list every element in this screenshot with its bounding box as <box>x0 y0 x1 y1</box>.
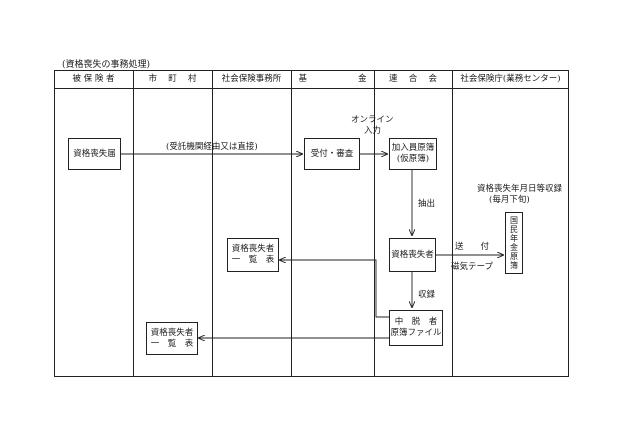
table-frame <box>54 70 569 377</box>
shuroku-label: 収録 <box>418 290 436 300</box>
online-input-label: 入力 <box>364 126 382 136</box>
jiki-tape-label: 磁気テープ <box>451 262 493 272</box>
box-label: 加入員原簿 <box>391 143 435 153</box>
page-title: (資格喪失の事務処理) <box>62 60 151 70</box>
box-label: 受付・審査 <box>310 148 354 159</box>
shikaku-todoke-box: 資格喪失届 <box>68 138 121 170</box>
soufu-label: 送 付 <box>455 242 490 252</box>
jimusho-ichiran-box: 資格喪失者 一 覧 表 <box>227 238 279 272</box>
chudatsu-genbo-box: 中 脱 者 原簿ファイル <box>389 310 443 346</box>
maitsuki-gejun-label: (毎月下旬) <box>489 195 530 205</box>
column-header-shakaihokencho: 社会保険庁(業務センター) <box>460 74 561 84</box>
column-header-hihokensha: 被 保 険 者 <box>72 74 115 84</box>
shichoson-ichiran-box: 資格喪失者 一 覧 表 <box>146 322 198 355</box>
kokumin-nenkin-genbo-box: 国民年金原簿 <box>505 212 523 274</box>
online-label: オンライン <box>351 115 394 125</box>
chushutsu-label: 抽出 <box>418 199 436 209</box>
itaku-label: (受託機関経由又は直接) <box>166 142 258 152</box>
arrow-to-jimusho-ichiran <box>280 260 389 318</box>
box-label: 中 脱 者 <box>394 317 438 327</box>
box-label: 一 覧 表 <box>231 255 275 265</box>
box-label: 資格喪失者 <box>231 244 275 254</box>
box-label: 資格喪失者 <box>150 327 194 338</box>
box-label: 資格喪失者 <box>391 249 434 260</box>
uketsuke-box: 受付・審査 <box>304 138 360 170</box>
ymd-shuroku-label: 資格喪失年月日等収録 <box>477 184 563 194</box>
kanyuin-genbo-box: 加入員原簿 (仮原簿) <box>389 138 437 170</box>
column-header-rengokai: 連 合 会 <box>389 74 437 84</box>
column-header-jimusho: 社会保険事務所 <box>221 74 282 84</box>
box-label: 国民年金原簿 <box>509 216 519 270</box>
box-label: 一 覧 表 <box>150 338 194 349</box>
box-label: 資格喪失届 <box>73 148 116 159</box>
soushitsusha-box: 資格喪失者 <box>389 238 436 272</box>
box-label: 原簿ファイル <box>390 328 442 338</box>
column-header-shichoson: 市 町 村 <box>148 74 197 84</box>
column-header-kikin: 基 金 <box>298 74 367 84</box>
box-label: (仮原簿) <box>396 154 430 164</box>
